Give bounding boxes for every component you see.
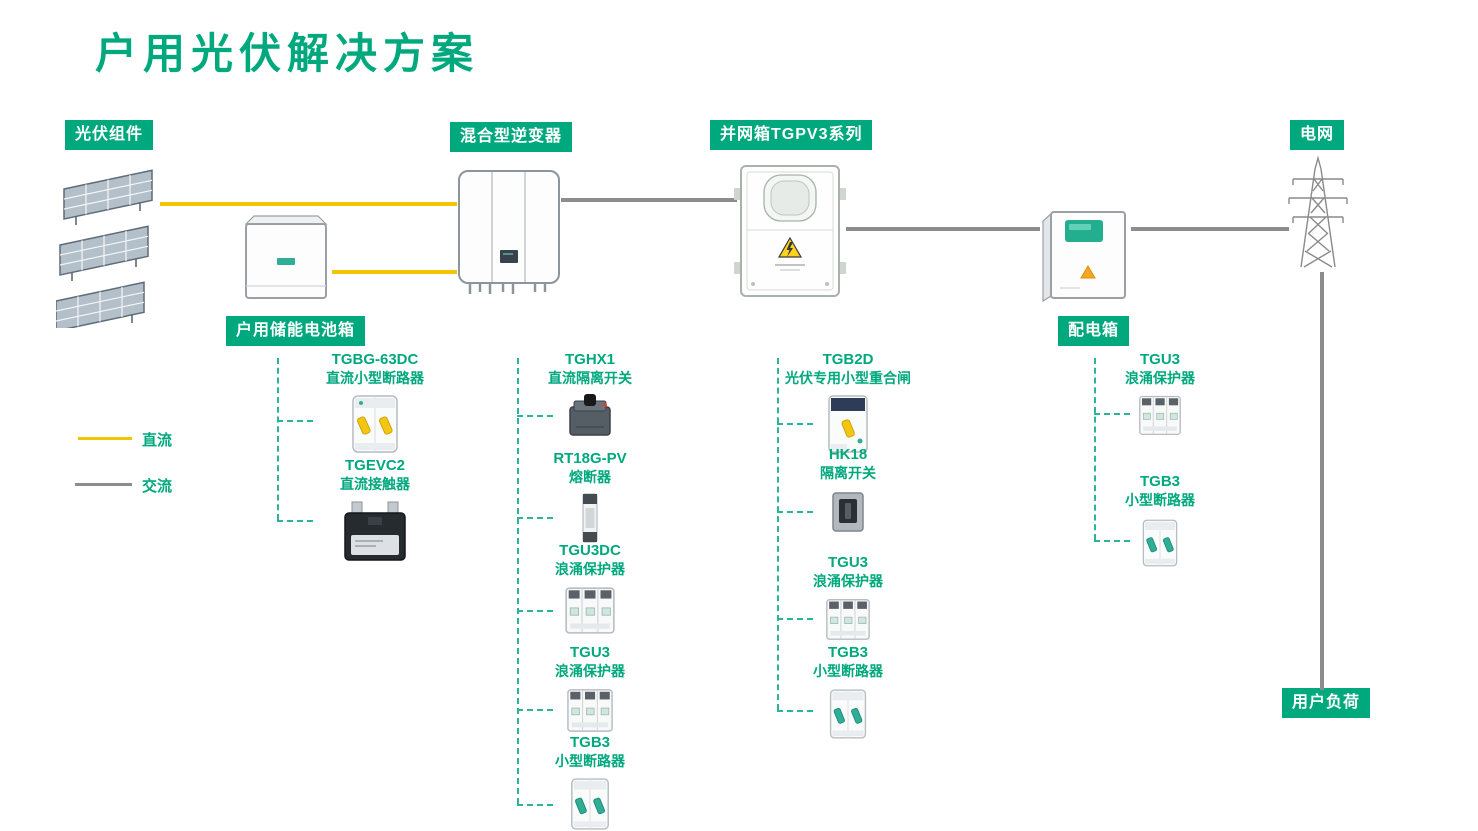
distbox-tree-line [1094,358,1096,540]
node-label-pv-modules: 光伏组件 [65,120,154,150]
component-desc: 直流接触器 [340,476,410,492]
inverter-tree-stub [517,804,553,806]
isolation-switch-image [778,488,918,536]
component-model: TGB2D [822,351,874,368]
component-item: TGU3 浪涌保护器 [778,553,918,642]
component-desc: 小型断路器 [813,663,883,679]
ac-line-grid-to-load [1320,272,1324,690]
component-item: HK18 隔离开关 [778,445,918,536]
component-item: TGHX1 直流隔离开关 [528,350,652,439]
component-desc: 直流隔离开关 [548,370,632,386]
component-item: TGEVC2 直流接触器 [313,456,437,563]
surge-protector-image [1098,393,1222,437]
gridbox-tree-stub [777,423,813,425]
ac-line-gridbox-to-distbox [846,227,1040,231]
mini-breaker-image [1098,515,1222,571]
surge-protector-image [778,596,918,642]
component-desc: 小型断路器 [1125,492,1195,508]
battery-box-illustration [238,212,334,304]
gridbox-tree-stub [777,511,813,513]
component-model: TGB3 [1139,473,1180,490]
gridbox-tree-line [777,358,779,710]
component-model: RT18G-PV [553,450,627,467]
fuse-image [528,492,652,544]
component-item: TGB3 小型断路器 [778,643,918,742]
component-item: TGB3 小型断路器 [1098,472,1222,571]
grid-box-illustration [733,162,847,300]
component-item: RT18G-PV 熔断器 [528,449,652,544]
dc-breaker-image [313,393,437,455]
dc-line-pv-to-inverter [160,202,457,206]
page-title: 户用光伏解决方案 [95,30,480,77]
component-item: TGU3DC 浪涌保护器 [528,541,652,636]
component-desc: 浪涌保护器 [813,573,883,589]
component-model: TGU3 [827,554,868,571]
dc-line-battery-to-inverter [332,270,457,274]
node-label-battery-box: 户用储能电池箱 [226,316,366,346]
component-desc: 直流小型断路器 [326,370,424,386]
component-model: TGU3 [569,644,610,661]
distbox-tree-stub [1094,413,1130,415]
node-label-grid-box: 并网箱TGPV3系列 [710,120,873,150]
component-model: TGB3 [569,734,610,751]
mini-breaker-image [778,686,918,742]
node-label-user-load: 用户负荷 [1282,688,1371,718]
component-item: TGU3 浪涌保护器 [528,643,652,734]
component-item: TGB2D 光伏专用小型重合闸 [778,350,918,455]
gridbox-tree-stub [777,710,813,712]
component-item: TGBG-63DC 直流小型断路器 [313,350,437,455]
pv-panels-illustration [55,163,166,337]
surge-protector-image [528,686,652,734]
isolator-switch-image [528,393,652,439]
component-model: TGU3DC [559,542,621,559]
component-desc: 浪涌保护器 [1125,370,1195,386]
component-model: TGB3 [827,644,868,661]
battery-tree-stub [277,420,313,422]
legend-ac-line [75,483,132,486]
component-desc: 小型断路器 [555,753,625,769]
inverter-tree-stub [517,415,553,417]
power-tower-illustration [1283,153,1353,271]
component-desc: 光伏专用小型重合闸 [785,370,911,386]
component-desc: 浪涌保护器 [555,561,625,577]
inverter-tree-stub [517,610,553,612]
component-item: TGU3 浪涌保护器 [1098,350,1222,437]
legend-dc-line [78,437,132,440]
component-item: TGB3 小型断路器 [528,733,652,831]
component-model: HK18 [828,446,868,463]
component-model: TGBG-63DC [331,351,419,368]
mini-breaker-image [528,776,652,831]
gridbox-tree-stub [777,618,813,620]
legend-ac-label: 交流 [142,478,173,495]
distbox-tree-stub [1094,540,1130,542]
inverter-tree-line [517,358,519,804]
node-label-dist-box: 配电箱 [1058,316,1130,346]
inverter-tree-stub [517,517,553,519]
component-model: TGHX1 [564,351,615,368]
dist-box-illustration [1038,206,1132,306]
ac-line-distbox-to-grid [1131,227,1289,231]
inverter-tree-stub [517,709,553,711]
component-desc: 浪涌保护器 [555,663,625,679]
ac-line-inverter-to-gridbox [561,198,737,202]
dc-contactor-image [313,499,437,563]
component-desc: 熔断器 [569,469,611,485]
node-label-inverter: 混合型逆变器 [450,122,573,152]
surge-protector-image [528,584,652,636]
component-model: TGEVC2 [344,457,405,474]
node-label-grid: 电网 [1290,120,1345,150]
legend-dc-label: 直流 [142,432,173,449]
inverter-illustration [455,168,563,306]
battery-tree-stub [277,520,313,522]
component-desc: 隔离开关 [820,465,876,481]
battery-tree-line [277,358,279,520]
component-model: TGU3 [1139,351,1180,368]
